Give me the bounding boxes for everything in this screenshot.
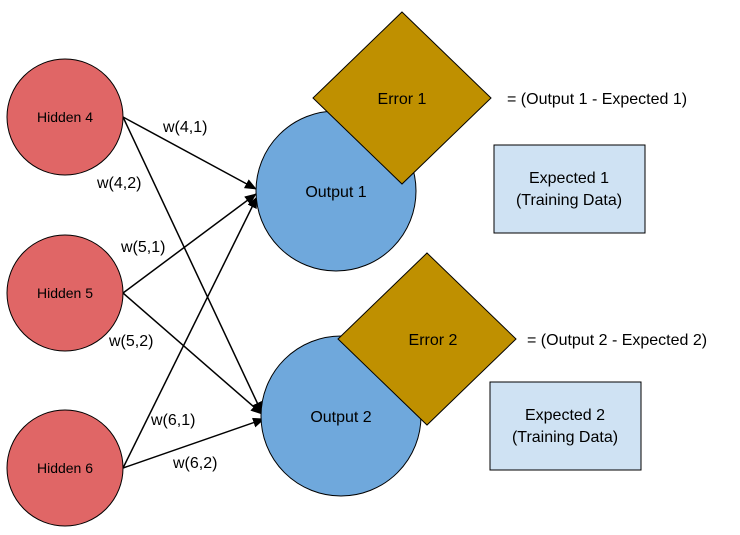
edge-h5-o1 bbox=[122, 193, 257, 294]
hidden-node-6: Hidden 6 bbox=[6, 409, 124, 527]
error-node-1: Error 1 bbox=[312, 11, 492, 185]
hidden-node-6-circle bbox=[6, 409, 124, 527]
expected-box-1-rect bbox=[493, 144, 646, 234]
expected-box-1-line2: (Training Data) bbox=[516, 192, 622, 209]
error-node-1-label: Error 1 bbox=[378, 91, 427, 108]
error-node-1-diamond bbox=[312, 11, 492, 185]
expected-box-1: Expected 1 (Training Data) bbox=[493, 144, 646, 234]
expected-box-2: Expected 2 (Training Data) bbox=[489, 381, 642, 471]
output-node-2-label: Output 2 bbox=[310, 409, 371, 426]
edge-h5-o2 bbox=[122, 292, 263, 415]
expected-box-2-line2: (Training Data) bbox=[512, 429, 618, 446]
expected-box-1-line1: Expected 1 bbox=[529, 170, 609, 187]
weight-label-w41: w(4,1) bbox=[162, 119, 207, 136]
hidden-node-6-label: Hidden 6 bbox=[37, 460, 93, 476]
weight-label-w62: w(6,2) bbox=[172, 455, 217, 472]
error-node-2: Error 2 bbox=[337, 252, 517, 426]
output-node-1-label: Output 1 bbox=[305, 184, 366, 201]
hidden-node-4-circle bbox=[6, 58, 124, 176]
edge-h4-o1 bbox=[122, 116, 257, 190]
error-node-2-label: Error 2 bbox=[409, 332, 458, 349]
hidden-node-5-circle bbox=[6, 234, 124, 352]
weight-label-w61: w(6,1) bbox=[150, 412, 195, 429]
weight-label-w51: w(5,1) bbox=[120, 239, 165, 256]
weight-label-w52: w(5,2) bbox=[108, 333, 153, 350]
error-1-formula: = (Output 1 - Expected 1) bbox=[507, 91, 687, 108]
weight-label-w42: w(4,2) bbox=[96, 175, 141, 192]
hidden-node-4-label: Hidden 4 bbox=[37, 109, 93, 125]
edge-h6-o2 bbox=[122, 417, 265, 469]
expected-box-2-rect bbox=[489, 381, 642, 471]
error-2-formula: = (Output 2 - Expected 2) bbox=[527, 332, 707, 349]
hidden-node-5: Hidden 5 bbox=[6, 234, 124, 352]
expected-box-2-line1: Expected 2 bbox=[525, 407, 605, 424]
hidden-node-4: Hidden 4 bbox=[6, 58, 124, 176]
edge-h4-o2 bbox=[122, 116, 263, 414]
hidden-node-5-label: Hidden 5 bbox=[37, 285, 93, 301]
error-node-2-diamond bbox=[337, 252, 517, 426]
edge-h6-o1 bbox=[122, 196, 258, 469]
